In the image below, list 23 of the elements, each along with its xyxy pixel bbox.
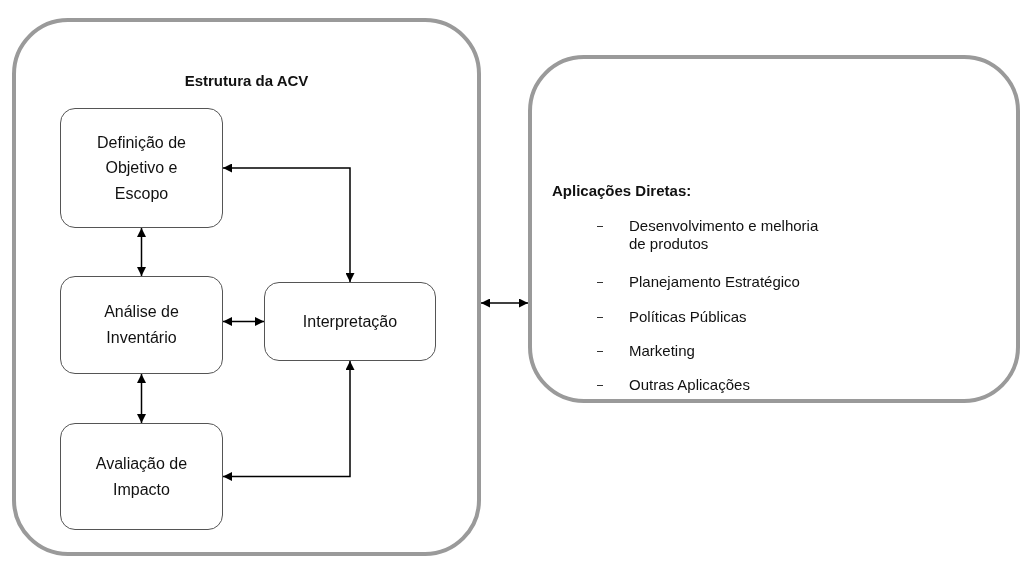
group-panel bbox=[528, 55, 1020, 403]
list-item: Outras Aplicações bbox=[629, 376, 751, 394]
process-box bbox=[264, 282, 436, 361]
box-label: Análise de Inventário bbox=[103, 302, 180, 348]
heading: Aplicações Diretas: bbox=[552, 182, 692, 199]
list-item: Marketing bbox=[629, 342, 696, 360]
list-item: Políticas Públicas bbox=[629, 308, 748, 326]
box-label: Definição de Objetivo e Escopo bbox=[96, 132, 187, 204]
arrow bbox=[480, 298, 529, 308]
arrow bbox=[137, 373, 146, 424]
heading: Estrutura da ACV bbox=[183, 72, 310, 89]
box-label: Interpretação bbox=[301, 311, 399, 332]
process-box bbox=[60, 423, 223, 530]
process-box bbox=[60, 108, 223, 228]
group-panel bbox=[12, 18, 481, 556]
list-item: Desenvolvimento e melhoria de produtos bbox=[629, 217, 820, 253]
list-item: Planejamento Estratégico bbox=[629, 273, 801, 291]
process-box bbox=[60, 276, 223, 374]
arrow bbox=[222, 163, 355, 283]
box-label: Avaliação de Impacto bbox=[94, 453, 189, 500]
arrow bbox=[222, 360, 355, 481]
arrow bbox=[222, 317, 265, 326]
arrow bbox=[137, 227, 146, 277]
